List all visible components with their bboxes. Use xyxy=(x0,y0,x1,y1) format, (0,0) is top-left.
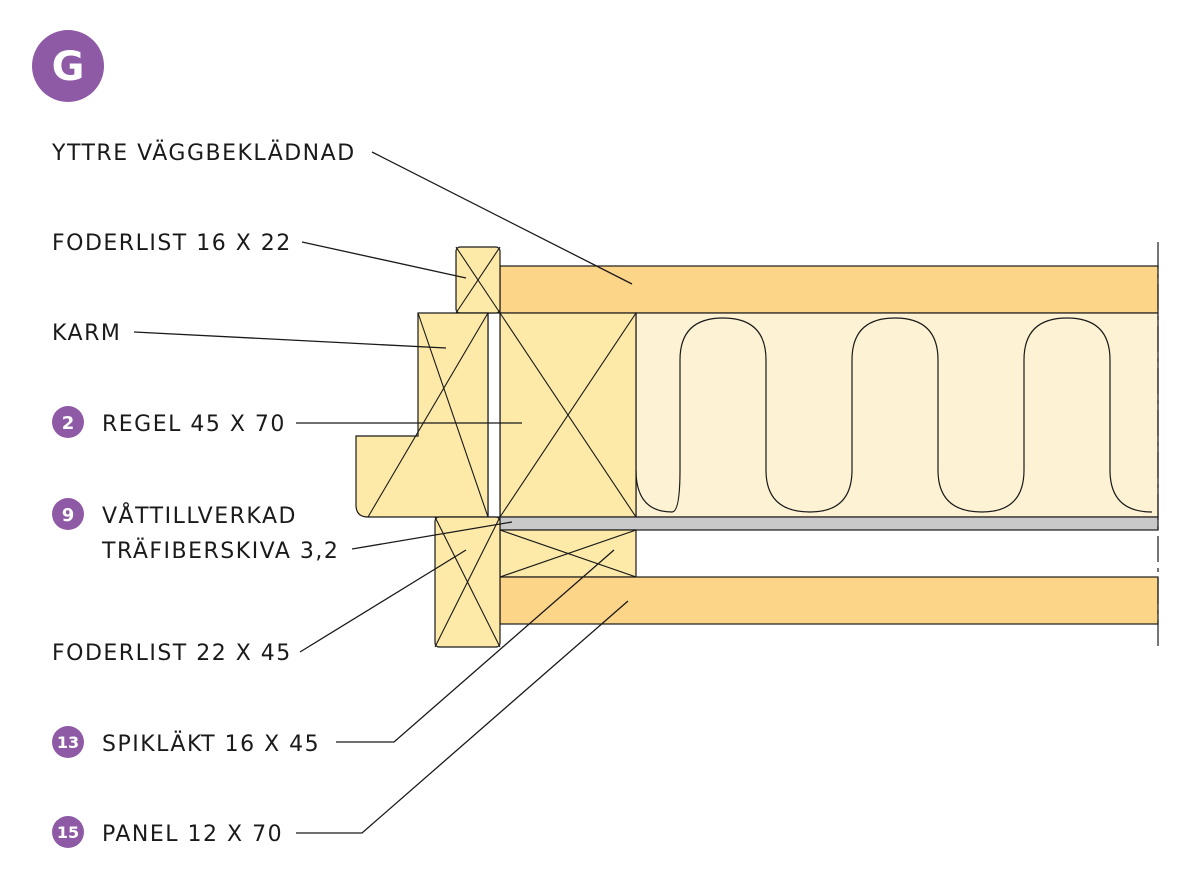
label-karm: KARM xyxy=(52,321,121,346)
label-yttre: YTTRE VÄGGBEKLÄDNAD xyxy=(51,140,356,166)
stud-regel-cross-b xyxy=(499,312,637,518)
badge-panel-number: 15 xyxy=(57,823,79,842)
badge-vattill-number: 9 xyxy=(62,505,75,526)
leader-foderlist-top xyxy=(301,241,467,279)
foderlist-top-cross-b xyxy=(455,246,501,314)
leader-panel xyxy=(296,600,629,834)
label-vattill-line1: VÅTTILLVERKAD xyxy=(102,502,297,529)
outer-cladding-board xyxy=(499,265,1159,314)
badge-spiklakt: 13 xyxy=(52,726,84,758)
leader-karm xyxy=(133,331,447,349)
section-badge: G xyxy=(32,30,104,102)
badge-vattill: 9 xyxy=(52,498,84,530)
badge-regel: 2 xyxy=(52,406,84,438)
label-foderlist-top: FODERLIST 16 X 22 xyxy=(52,231,292,256)
label-panel: PANEL 12 X 70 xyxy=(102,822,283,847)
leader-vattill xyxy=(351,521,513,550)
wood-fiber-board xyxy=(499,516,1159,531)
insulation xyxy=(635,312,1159,518)
insulation-wave xyxy=(635,317,1153,513)
gap-strip xyxy=(487,312,501,518)
leader-yttre xyxy=(371,151,633,285)
badge-panel: 15 xyxy=(52,816,84,848)
badge-regel-number: 2 xyxy=(62,413,75,434)
leader-spiklakt xyxy=(336,549,615,743)
section-badge-letter: G xyxy=(52,44,85,90)
label-foderlist-bottom: FODERLIST 22 X 45 xyxy=(52,641,292,666)
nailing-batten-cross-b xyxy=(499,529,637,578)
label-spiklakt: SPIKLÄKT 16 X 45 xyxy=(102,731,320,757)
label-vattill-line2: TRÄFIBERSKIVA 3,2 xyxy=(101,538,339,564)
window-frame-karm xyxy=(355,312,489,518)
foderlist-bottom-cross-b xyxy=(434,516,501,648)
panel-board xyxy=(499,576,1159,625)
karm-cross-b xyxy=(367,312,489,518)
badge-spiklakt-number: 13 xyxy=(57,733,79,752)
label-regel: REGEL 45 X 70 xyxy=(102,412,286,437)
leader-foderlist-bottom xyxy=(299,549,467,653)
